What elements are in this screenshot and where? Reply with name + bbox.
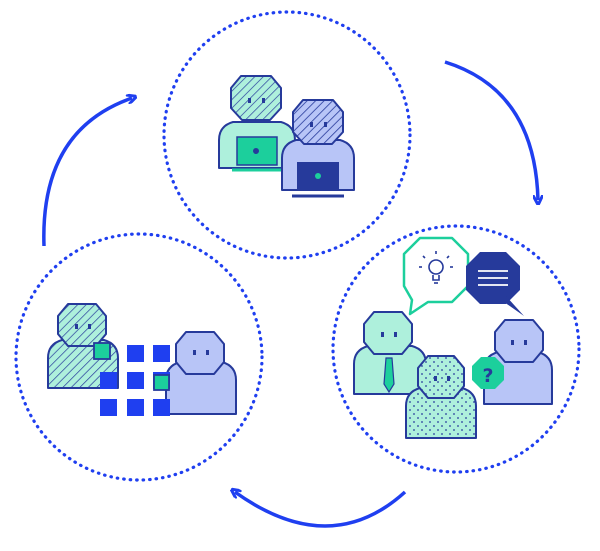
held-square-right	[153, 374, 170, 391]
tie-icon	[383, 357, 395, 394]
person-icon	[405, 355, 477, 439]
stage-right-illustration: ?	[353, 236, 553, 439]
stage-top-illustration	[218, 75, 355, 198]
question-icon: ?	[472, 357, 504, 389]
stage-circle-top	[162, 10, 412, 260]
laptop-icon	[232, 136, 282, 172]
arrow-right-to-left	[235, 492, 407, 528]
stage-circle-left	[14, 232, 264, 482]
laptop-icon	[292, 162, 344, 198]
person-icon	[165, 331, 237, 415]
help-symbol: ?	[482, 365, 493, 387]
stage-circle-right	[331, 224, 581, 474]
held-square-left	[93, 342, 111, 360]
lightbulb-bubble	[402, 236, 470, 316]
person-icon	[353, 311, 427, 395]
document-icon	[478, 270, 508, 286]
lightbulb-icon	[419, 251, 453, 284]
document-bubble	[466, 252, 524, 316]
arrow-top-to-right	[444, 60, 538, 200]
arrow-left-to-top	[42, 98, 132, 247]
stage-left-illustration	[47, 303, 237, 416]
